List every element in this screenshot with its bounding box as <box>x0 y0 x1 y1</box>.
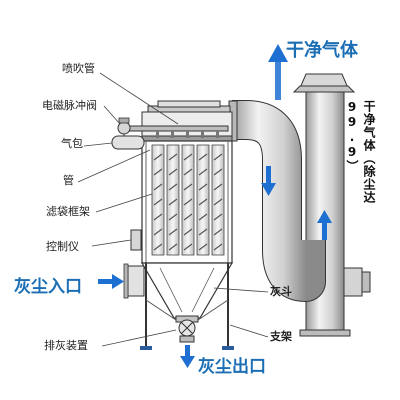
controller-box <box>130 229 142 251</box>
label-pipe: 管 <box>63 174 74 187</box>
arrow-up-icon <box>268 44 288 100</box>
connecting-duct <box>226 100 326 302</box>
label-dust-outlet: 灰尘出口 <box>198 357 266 377</box>
label-air-bag: 气包 <box>61 137 83 150</box>
label-blowpipe: 喷吹管 <box>62 62 95 75</box>
label-controller: 控制仪 <box>46 240 79 253</box>
support-legs <box>140 263 234 350</box>
ash-hopper <box>140 262 234 319</box>
arrow-down-icon <box>261 166 276 196</box>
label-support: 支架 <box>270 330 292 343</box>
blowpipe <box>127 125 229 138</box>
label-clean-gas: 干净气体 <box>286 40 358 61</box>
leader-lines <box>77 72 269 347</box>
arrow-down-icon <box>180 345 195 368</box>
label-filter-frame: 滤袋框架 <box>46 205 90 218</box>
label-dust-inlet: 灰尘入口 <box>14 277 82 297</box>
arrow-right-icon <box>98 274 124 289</box>
discharge-valve <box>175 315 199 343</box>
dust-inlet-pipe <box>123 263 145 299</box>
label-ash-hopper: 灰斗 <box>270 285 292 298</box>
air-bag <box>111 134 145 150</box>
arrow-up-icon <box>317 210 332 240</box>
label-ash-discharge: 排灰装置 <box>44 339 88 352</box>
solenoid-valve <box>117 117 131 135</box>
filter-bags <box>151 144 225 256</box>
label-solenoid-valve: 电磁脉冲阀 <box>42 99 97 112</box>
label-clean-gas-vertical: 干净气体（除尘达99.9） <box>345 100 376 204</box>
